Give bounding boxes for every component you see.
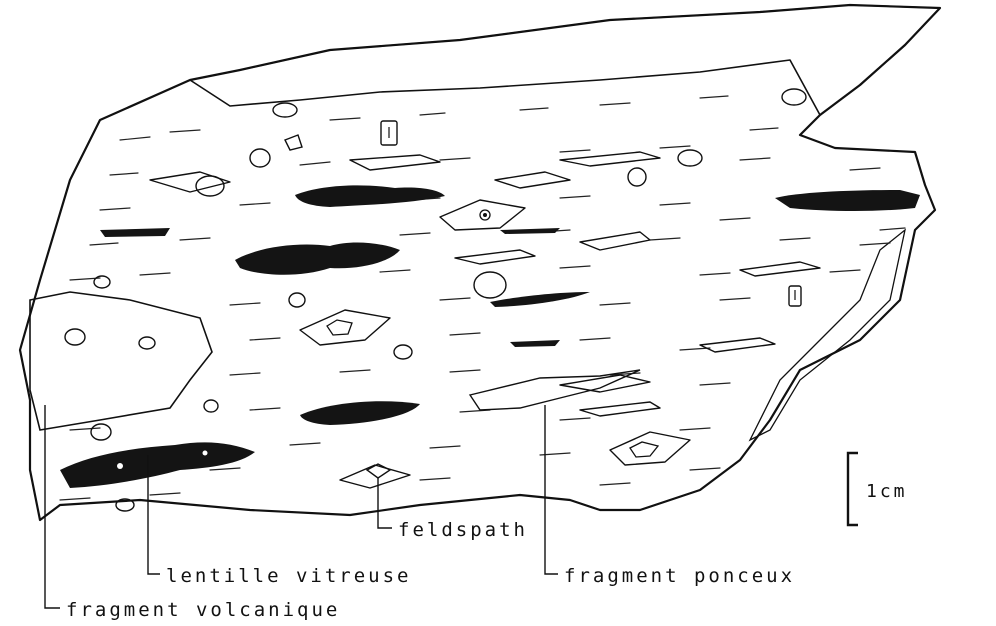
pumice-core-dot [483,213,487,217]
label-lentille-vitreuse: lentille vitreuse [166,565,411,587]
scale-bar-label: 1cm [866,481,908,502]
glass-lens-vesicle [117,463,123,469]
label-fragment-volcanique: fragment volcanique [66,599,340,621]
label-fragment-ponceux: fragment ponceux [564,565,795,587]
scale-bar-bracket [848,453,858,525]
label-feldspath: feldspath [398,519,528,541]
glass-lens-vesicle [203,451,208,456]
